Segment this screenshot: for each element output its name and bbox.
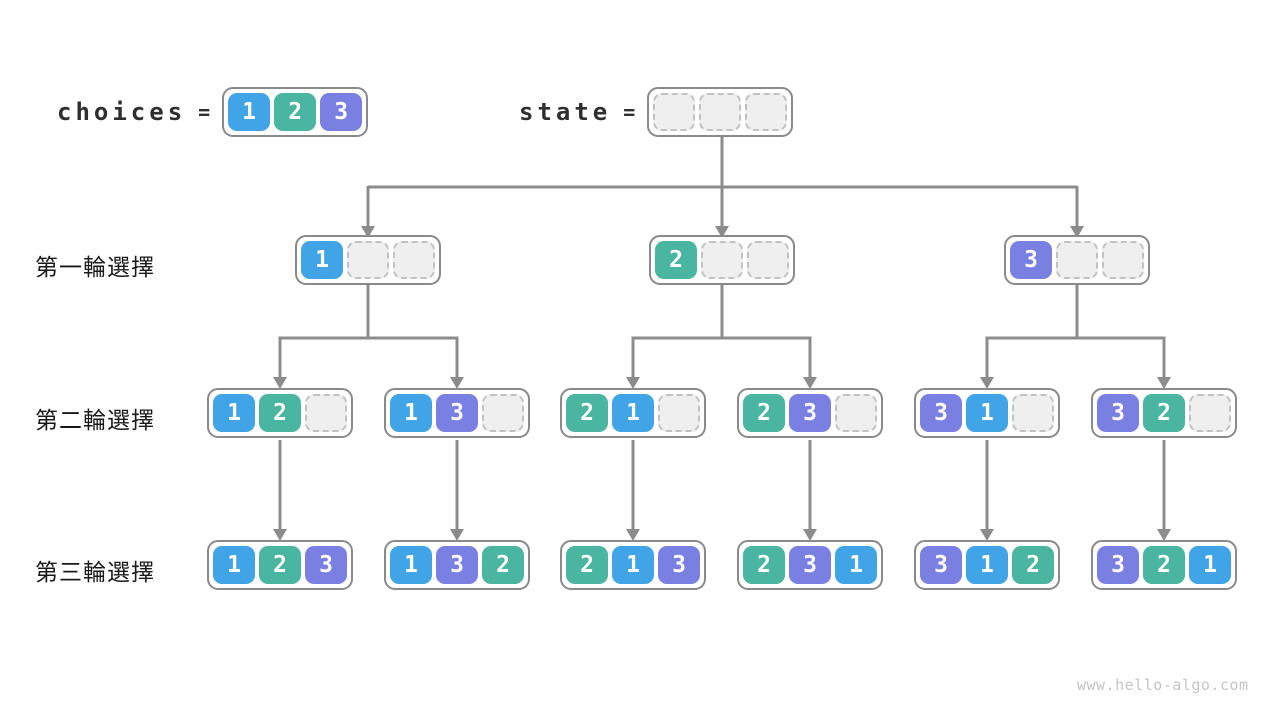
array-cell: 1 — [966, 394, 1008, 432]
state-node: 1 3 — [384, 388, 530, 438]
choices-array: 1 2 3 — [222, 87, 369, 137]
state-node: 3 2 — [1091, 388, 1237, 438]
watermark: www.hello-algo.com — [1077, 676, 1249, 694]
array-cell — [835, 394, 877, 432]
array-cell: 2 — [566, 394, 608, 432]
array-cell: 3 — [436, 394, 478, 432]
equals-sign: = — [198, 100, 211, 124]
state-node: 3 — [1004, 235, 1150, 285]
array-cell — [305, 394, 347, 432]
array-cell: 1 — [213, 546, 255, 584]
array-cell: 3 — [789, 546, 831, 584]
array-cell: 1 — [301, 241, 343, 279]
array-cell — [747, 241, 789, 279]
array-cell: 3 — [920, 394, 962, 432]
state-node: 3 1 — [914, 388, 1060, 438]
state-header: state = — [519, 87, 794, 137]
array-cell: 3 — [1010, 241, 1052, 279]
array-cell: 2 — [259, 546, 301, 584]
state-node: 1 — [295, 235, 441, 285]
array-cell — [701, 241, 743, 279]
state-node: 3 1 2 — [914, 540, 1060, 590]
array-cell: 3 — [436, 546, 478, 584]
array-cell: 3 — [320, 93, 363, 131]
state-node: 2 3 1 — [737, 540, 883, 590]
array-cell: 1 — [213, 394, 255, 432]
array-cell — [699, 93, 742, 131]
choices-header: choices = 1 2 3 — [57, 87, 369, 137]
state-node: 1 2 — [207, 388, 353, 438]
array-cell: 2 — [274, 93, 317, 131]
round2-label: 第二輪選擇 — [35, 407, 155, 433]
array-cell: 3 — [658, 546, 700, 584]
array-cell — [393, 241, 435, 279]
round1-label: 第一輪選擇 — [35, 254, 155, 280]
array-cell — [745, 93, 788, 131]
state-array — [647, 87, 794, 137]
state-node: 2 3 — [737, 388, 883, 438]
array-cell: 1 — [835, 546, 877, 584]
array-cell — [658, 394, 700, 432]
choices-label: choices — [57, 98, 187, 126]
array-cell — [1189, 394, 1231, 432]
array-cell: 1 — [612, 546, 654, 584]
array-cell: 1 — [966, 546, 1008, 584]
array-cell: 3 — [1097, 546, 1139, 584]
array-cell: 1 — [390, 394, 432, 432]
array-cell — [482, 394, 524, 432]
state-node: 2 1 3 — [560, 540, 706, 590]
array-cell: 1 — [1189, 546, 1231, 584]
array-cell — [1056, 241, 1098, 279]
state-label: state — [519, 98, 612, 126]
array-cell: 2 — [1143, 394, 1185, 432]
state-node: 2 — [649, 235, 795, 285]
array-cell: 2 — [743, 546, 785, 584]
array-cell: 2 — [655, 241, 697, 279]
array-cell: 3 — [305, 546, 347, 584]
array-cell — [347, 241, 389, 279]
array-cell: 3 — [1097, 394, 1139, 432]
array-cell — [1102, 241, 1144, 279]
array-cell: 2 — [1143, 546, 1185, 584]
array-cell: 1 — [390, 546, 432, 584]
array-cell: 2 — [743, 394, 785, 432]
array-cell — [1012, 394, 1054, 432]
state-node: 1 3 2 — [384, 540, 530, 590]
array-cell: 3 — [920, 546, 962, 584]
state-node: 2 1 — [560, 388, 706, 438]
state-node: 3 2 1 — [1091, 540, 1237, 590]
array-cell: 3 — [789, 394, 831, 432]
equals-sign: = — [623, 100, 636, 124]
round3-label: 第三輪選擇 — [35, 559, 155, 585]
array-cell: 1 — [228, 93, 271, 131]
array-cell: 2 — [566, 546, 608, 584]
state-node: 1 2 3 — [207, 540, 353, 590]
array-cell: 1 — [612, 394, 654, 432]
array-cell: 2 — [259, 394, 301, 432]
array-cell — [653, 93, 696, 131]
array-cell: 2 — [482, 546, 524, 584]
array-cell: 2 — [1012, 546, 1054, 584]
